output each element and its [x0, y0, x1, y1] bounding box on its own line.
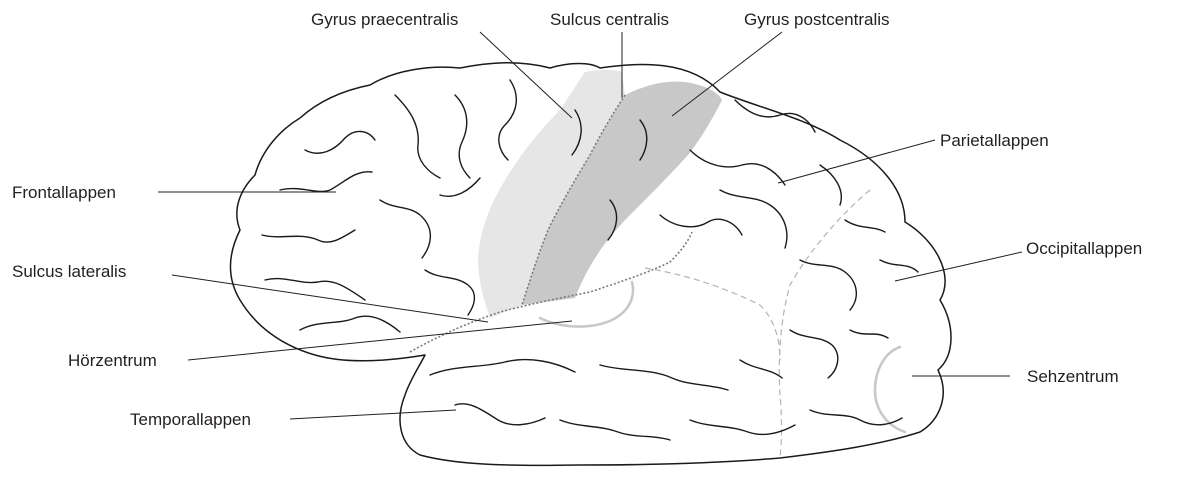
label-parietallappen: Parietallappen: [940, 131, 1049, 150]
label-gyrus-praecentralis: Gyrus praecentralis: [311, 10, 458, 29]
label-hoerzentrum: Hörzentrum: [68, 351, 157, 370]
label-gyrus-postcentralis: Gyrus postcentralis: [744, 10, 890, 29]
label-sehzentrum: Sehzentrum: [1027, 367, 1119, 386]
label-temporallappen: Temporallappen: [130, 410, 251, 429]
label-occipitallappen: Occipitallappen: [1026, 239, 1142, 258]
label-sulcus-lateralis: Sulcus lateralis: [12, 262, 126, 281]
label-sulcus-centralis: Sulcus centralis: [550, 10, 669, 29]
label-frontallappen: Frontallappen: [12, 183, 116, 202]
